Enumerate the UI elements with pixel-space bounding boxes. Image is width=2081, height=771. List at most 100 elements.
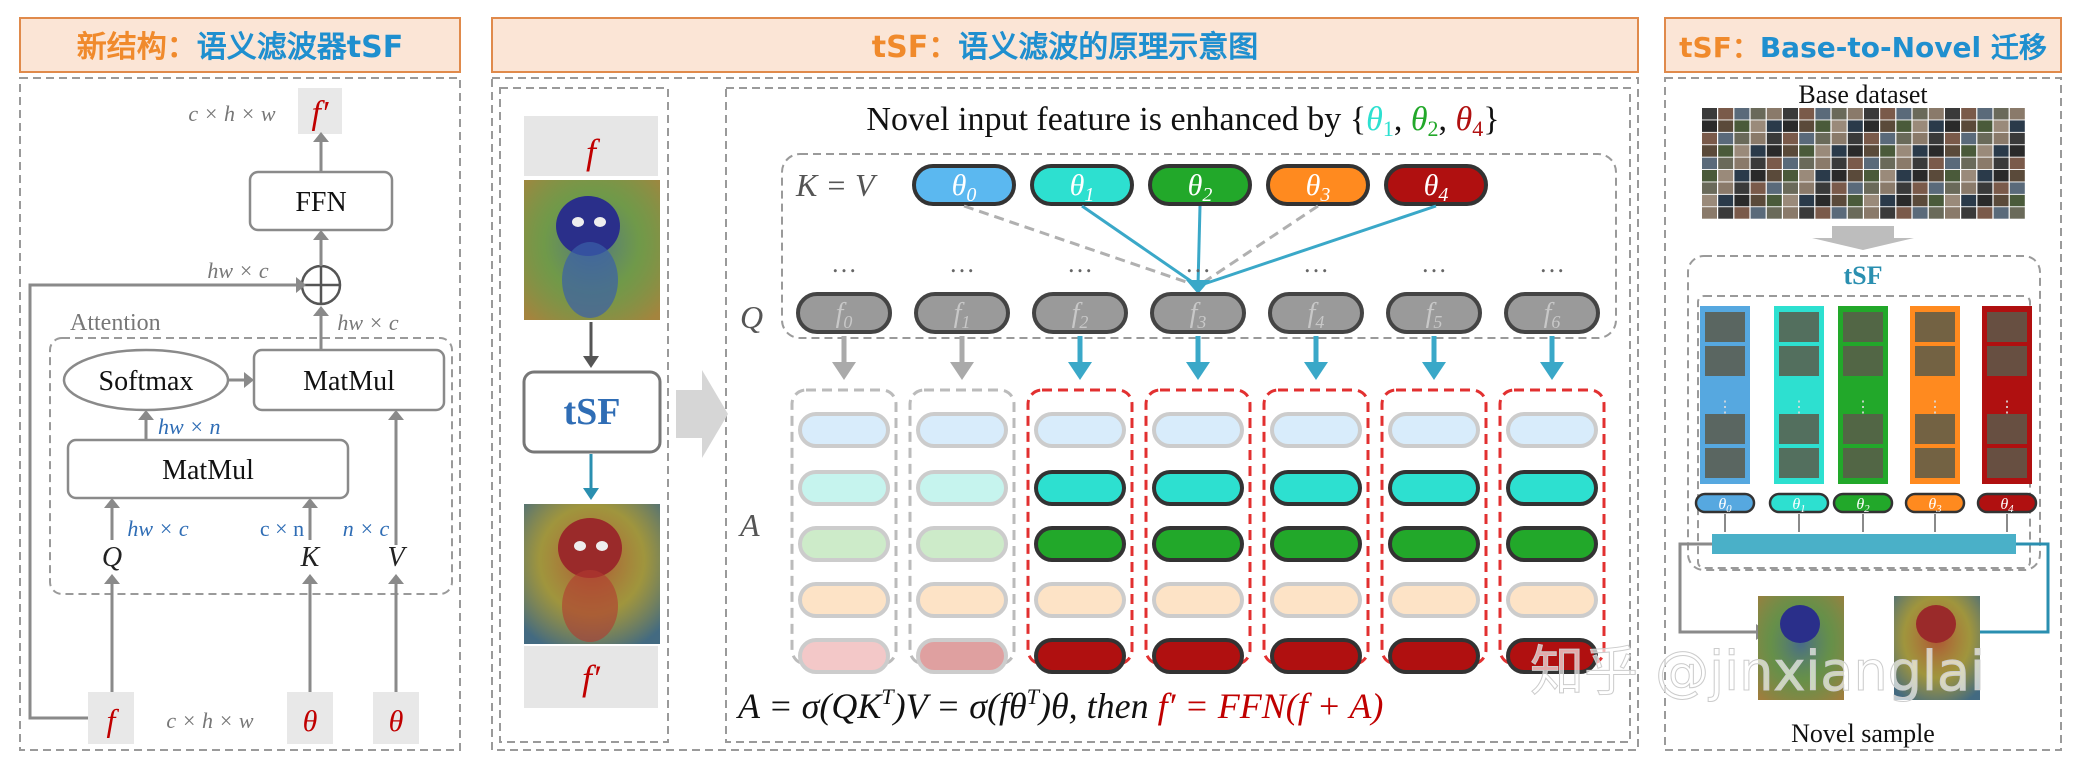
f-prime-output: f′ [312, 95, 329, 132]
theta-v: θ [389, 705, 404, 738]
a-cell-5-2 [1388, 526, 1480, 562]
a-cell-6-2 [1506, 526, 1598, 562]
theta-pill-4: θ4 [1384, 164, 1488, 206]
base-dataset-label: Base dataset [1798, 80, 1928, 109]
svg-text:…: … [1303, 249, 1329, 278]
a-cell-6-1 [1506, 470, 1598, 506]
svg-text:…: … [831, 249, 857, 278]
f-bottom-box [524, 646, 658, 708]
novel-sample-label: Novel sample [1791, 719, 1935, 748]
a-row-label: A [738, 507, 760, 543]
a-cell-3-0 [1152, 412, 1244, 448]
left-title-bar: 新结构：语义滤波器tSF [19, 17, 461, 73]
f-pill-6: …f6 [1504, 249, 1600, 380]
f-pill-2: …f2 [1032, 249, 1128, 380]
mid-title-main: 语义滤波的原理示意图 [958, 30, 1258, 65]
tsf-transfer-label: tSF [1844, 261, 1883, 290]
hw-c-right: hw × c [337, 310, 399, 335]
a-cell-5-4 [1388, 638, 1480, 674]
a-cell-6-4 [1506, 638, 1598, 674]
f-input-box [88, 692, 134, 744]
mid-title-prefix: tSF： [872, 30, 958, 65]
left-architecture: f′ c × h × w FFN hw × c Attention hw × c… [28, 88, 453, 744]
left-title-main: 语义滤波器tSF [197, 30, 403, 65]
a-cell-1-4 [916, 638, 1008, 674]
kv-label: K = V [795, 167, 878, 203]
loop-right [1978, 542, 2050, 634]
dims-input: c × h × w [166, 708, 253, 733]
right-title-main: Base-to-Novel 迁移 [1760, 31, 2047, 64]
a-cell-3-4 [1152, 638, 1244, 674]
a-column-6 [1498, 388, 1606, 674]
a-column-2 [1026, 388, 1134, 674]
residual-path [28, 283, 296, 720]
mid-left-column-frame [499, 87, 669, 743]
attention-frame [49, 337, 453, 595]
a-cell-2-2 [1034, 526, 1126, 562]
hw-c-top: hw × c [207, 258, 269, 283]
a-cell-0-4 [798, 638, 890, 674]
class-column-3: ⋮θ3 [1904, 306, 1966, 532]
a-cell-0-2 [798, 526, 890, 562]
theta-k-box [287, 692, 333, 744]
f-pill-1: …f1 [914, 249, 1010, 380]
theta-pill-3: θ3 [1266, 164, 1370, 206]
a-cell-0-3 [798, 582, 890, 618]
a-cell-2-0 [1034, 412, 1126, 448]
right-title-prefix: tSF： [1679, 31, 1760, 64]
class-columns: ⋮θ0⋮θ1⋮θ2⋮θ3⋮θ4 [1694, 306, 2038, 532]
a-cell-3-2 [1152, 526, 1244, 562]
filter-bar [1712, 534, 2016, 554]
tsf-block-label: tSF [564, 391, 621, 433]
theta-pill-2: θ2 [1148, 164, 1252, 206]
svg-text:⋮: ⋮ [1717, 399, 1733, 416]
f-pill-0: …f0 [796, 249, 892, 380]
f-pill-3: …f3 [1150, 249, 1246, 380]
svg-text:tSF：语义滤波的原理示意图: tSF：语义滤波的原理示意图 [872, 30, 1258, 65]
v-dims: n × c [343, 516, 390, 541]
kq-frame [781, 153, 1617, 339]
a-cell-3-3 [1152, 582, 1244, 618]
connection-theta-2 [1196, 205, 1202, 287]
novel-sample-before [1758, 596, 1844, 700]
enhance-heading-text: Novel input feature is enhanced by [866, 101, 1341, 138]
right-panel-frame [1664, 77, 2062, 751]
mid-title-bar: tSF：语义滤波的原理示意图 [491, 17, 1639, 73]
left-title-prefix: 新结构： [77, 30, 197, 65]
f-row: …f0…f1…f2…f3…f4…f5…f6 [796, 249, 1600, 380]
a-cell-4-3 [1270, 582, 1362, 618]
mid-panel-frame [491, 77, 1639, 751]
tsf-block [522, 370, 662, 454]
a-cell-1-3 [916, 582, 1008, 618]
matmul-bottom-box [66, 438, 350, 500]
svg-text:…: … [1539, 249, 1565, 278]
svg-text:…: … [949, 249, 975, 278]
softmax-label: Softmax [99, 366, 194, 397]
svg-text:…: … [1067, 249, 1093, 278]
dims-output: c × h × w [188, 101, 275, 126]
a-cell-4-2 [1270, 526, 1362, 562]
svg-text:…: … [1421, 249, 1447, 278]
a-cell-0-0 [798, 412, 890, 448]
a-cell-5-0 [1388, 412, 1480, 448]
q-row-label: Q [740, 299, 763, 335]
base-down-arrow [1812, 226, 1914, 250]
base-dataset-mosaic [1702, 108, 2025, 219]
connection-theta-3 [1197, 204, 1319, 288]
v-label: V [387, 542, 407, 573]
theta-pill-1: θ1 [1030, 164, 1134, 206]
f-bottom: f′ [582, 658, 601, 698]
a-cell-4-4 [1270, 638, 1362, 674]
mid-right-diagram: Novel input feature is enhanced by {θ1, … [736, 101, 1617, 726]
a-cell-4-1 [1270, 470, 1362, 506]
left-panel-frame [19, 77, 461, 751]
connection-theta-0 [963, 204, 1199, 288]
loop-left [1678, 542, 1758, 634]
right-transfer: Base dataset tSF ⋮θ0⋮θ1⋮θ2⋮θ3⋮θ4 Novel s… [1678, 80, 2050, 748]
watermark: 知乎 @jinxianglai [1530, 640, 1985, 703]
right-title-bar: tSF：Base-to-Novel 迁移 [1664, 17, 2062, 73]
a-cell-1-2 [916, 526, 1008, 562]
f-top-box [524, 116, 658, 176]
a-cell-3-1 [1152, 470, 1244, 506]
a-cell-2-3 [1034, 582, 1126, 618]
